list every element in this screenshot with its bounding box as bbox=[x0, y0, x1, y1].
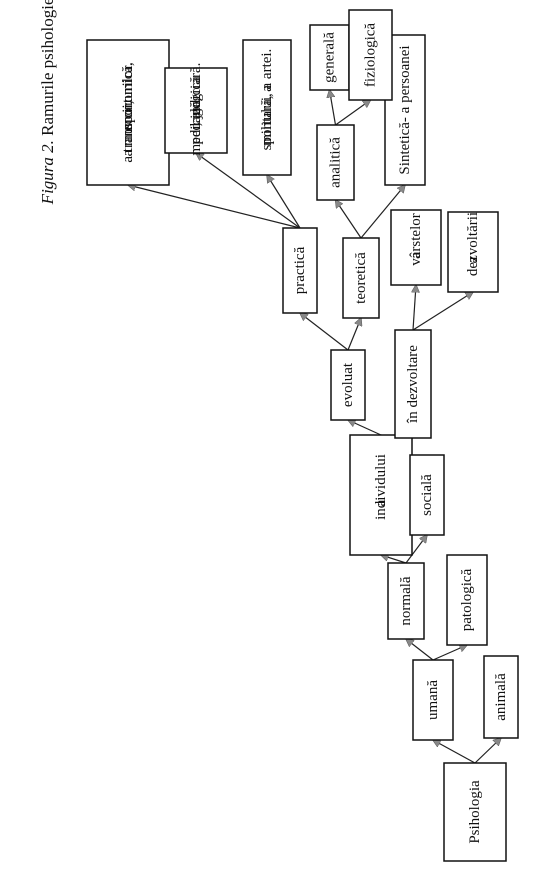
edge-in_dezvoltare-to-dezvoltarii bbox=[412, 292, 473, 331]
edge-in_dezvoltare-to-varstelor bbox=[413, 285, 416, 331]
node-label-varstelor: a bbox=[408, 252, 424, 259]
node-label-evoluat: evoluat bbox=[340, 362, 356, 407]
node-box-animala bbox=[483, 655, 519, 739]
node-label-medicala: , judiciară. bbox=[188, 63, 204, 127]
node-box-muncii bbox=[86, 39, 170, 186]
node-label-medicala: pedagogică bbox=[188, 76, 204, 145]
edge-umana-to-patologica bbox=[432, 645, 467, 661]
node-label-medicala: medicală, bbox=[188, 98, 204, 156]
node-label-dezvoltarii: dezvoltării bbox=[465, 212, 481, 276]
node-box-patologica bbox=[446, 554, 488, 646]
node-normala: normală bbox=[387, 562, 425, 640]
node-psihologia: Psihologia bbox=[443, 762, 507, 862]
edge-analitica-to-generala bbox=[330, 90, 337, 126]
edge-analitica-to-fiziologica bbox=[335, 100, 371, 126]
node-label-sociala: socială bbox=[419, 474, 435, 516]
node-label-sintetica: Sintetică- a persoanei bbox=[397, 45, 413, 174]
node-medicala: medicală,pedagogică, judiciară. bbox=[164, 63, 228, 156]
node-label-umana: umană bbox=[425, 680, 441, 720]
node-box-varstelor bbox=[390, 209, 442, 286]
node-box-umana bbox=[412, 659, 454, 741]
node-label-varstelor: vârstelor bbox=[408, 213, 424, 265]
node-label-normala: normală bbox=[398, 576, 414, 625]
node-label-patologica: patologică bbox=[459, 568, 475, 631]
edge-normala-to-sociala bbox=[405, 535, 427, 564]
node-label-militara: militară, a bbox=[259, 85, 275, 146]
node-patologica: patologică bbox=[446, 554, 488, 646]
node-box-medicala bbox=[164, 67, 228, 154]
node-label-in_dezvoltare: în dezvoltare bbox=[405, 345, 421, 424]
edge-psihologia-to-animala bbox=[474, 738, 501, 764]
node-analitica: analitică bbox=[316, 124, 355, 201]
node-box-dezvoltarii bbox=[447, 211, 499, 293]
node-box-teoretica bbox=[342, 237, 380, 319]
edge-teoretica-to-sintetica bbox=[360, 185, 405, 239]
node-label-militara: sportului, a artei. bbox=[259, 49, 275, 151]
node-label-teoretica: teoretică bbox=[353, 252, 369, 304]
node-box-sociala bbox=[409, 454, 445, 536]
edge-practica-to-medicala bbox=[196, 153, 301, 229]
node-label-dezvoltarii: a bbox=[465, 256, 481, 263]
node-label-generala: generală bbox=[322, 32, 338, 83]
node-label-individului: a bbox=[373, 499, 389, 506]
node-label-fiziologica: fiziologică bbox=[363, 23, 379, 87]
edge-practica-to-muncii bbox=[128, 185, 301, 229]
node-box-evoluat bbox=[330, 349, 366, 421]
edge-evoluat-to-teoretica bbox=[347, 318, 361, 351]
edge-psihologia-to-umana bbox=[433, 740, 476, 764]
node-sociala: socială bbox=[409, 454, 445, 536]
node-box-in_dezvoltare bbox=[394, 329, 432, 439]
node-in_dezvoltare: în dezvoltare bbox=[394, 329, 432, 439]
node-box-analitica bbox=[316, 124, 355, 201]
node-evoluat: evoluat bbox=[330, 349, 366, 421]
node-label-muncii: a muncii, bbox=[120, 101, 136, 157]
diagram-edges bbox=[128, 90, 501, 764]
node-label-animala: animală bbox=[493, 673, 509, 721]
node-label-analitica: analitică bbox=[328, 137, 344, 188]
edge-teoretica-to-analitica bbox=[336, 200, 362, 239]
node-fiziologica: fiziologică bbox=[348, 9, 393, 101]
node-animala: animală bbox=[483, 655, 519, 739]
diagram-nodes: Psihologia umană animală normală patologică a… bbox=[86, 9, 519, 862]
node-label-psihologia: Psihologia bbox=[467, 780, 483, 844]
edge-umana-to-normala bbox=[406, 639, 434, 661]
node-box-normala bbox=[387, 562, 425, 640]
edge-individului-to-evoluat bbox=[348, 420, 382, 436]
node-label-muncii: economică. bbox=[120, 62, 136, 131]
node-generala: generală bbox=[309, 24, 350, 91]
edge-practica-to-militara bbox=[267, 175, 301, 229]
node-box-militara bbox=[242, 39, 292, 176]
node-muncii: a muncii,a transporturilor,economică. bbox=[86, 39, 170, 186]
edge-normala-to-individului bbox=[381, 555, 407, 564]
node-box-practica bbox=[282, 227, 318, 314]
node-label-practica: practică bbox=[292, 246, 308, 294]
node-practica: practică bbox=[282, 227, 318, 314]
node-label-individului: individului bbox=[373, 454, 389, 520]
node-teoretica: teoretică bbox=[342, 237, 380, 319]
node-box-fiziologica bbox=[348, 9, 393, 101]
node-box-generala bbox=[309, 24, 350, 91]
node-box-psihologia bbox=[443, 762, 507, 862]
edge-evoluat-to-practica bbox=[300, 313, 349, 351]
node-box-individului bbox=[349, 434, 413, 556]
node-label-muncii: a transporturilor, bbox=[120, 62, 136, 162]
node-umana: umană bbox=[412, 659, 454, 741]
